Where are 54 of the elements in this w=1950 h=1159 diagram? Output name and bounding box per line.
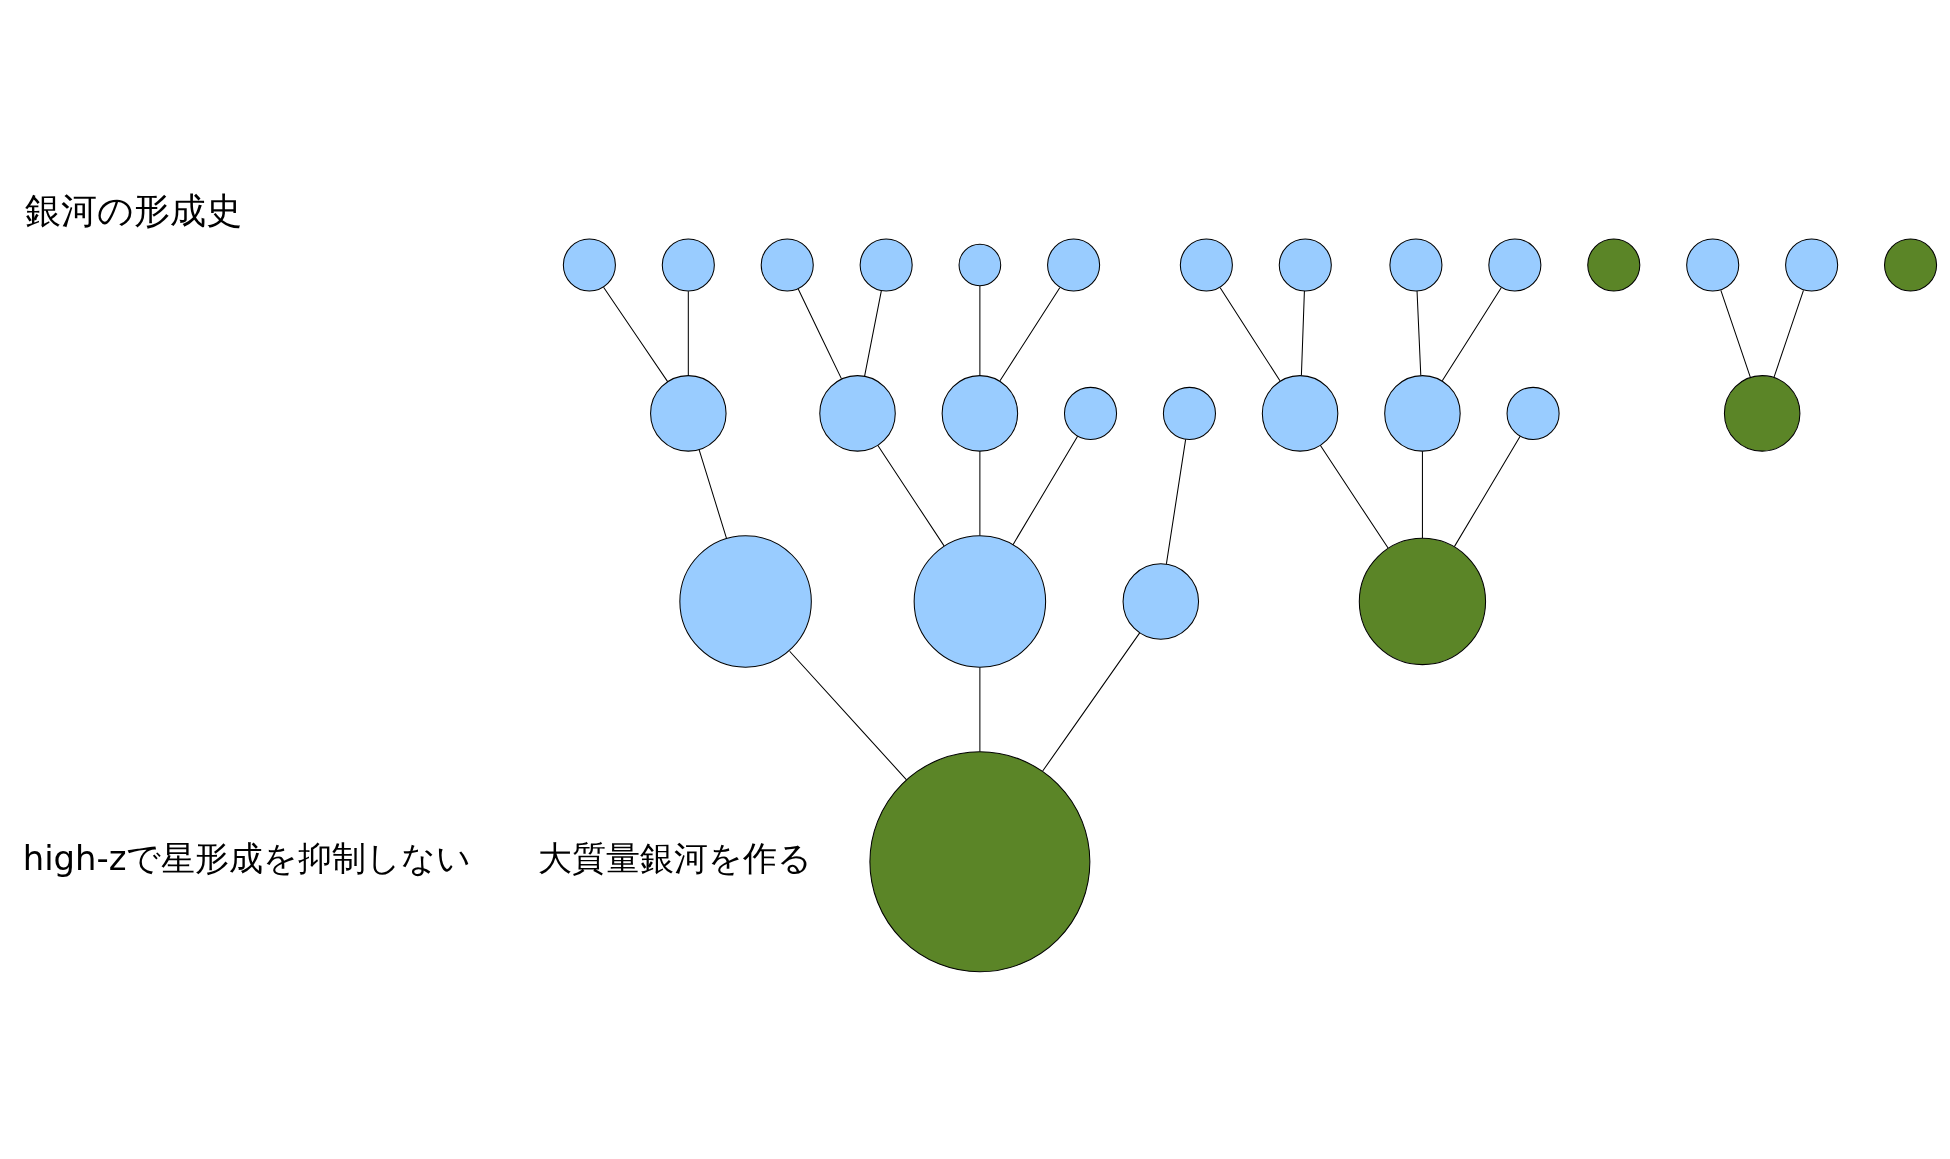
node-circle bbox=[1723, 374, 1801, 452]
node-circle bbox=[1384, 374, 1461, 452]
connector bbox=[1319, 444, 1389, 549]
node-circle bbox=[1587, 237, 1641, 292]
connector bbox=[789, 650, 908, 780]
connector bbox=[1441, 286, 1502, 381]
node-circle bbox=[941, 374, 1019, 452]
node-circle bbox=[1047, 237, 1101, 292]
connector bbox=[1012, 435, 1079, 545]
connector bbox=[1165, 438, 1187, 564]
node-circle bbox=[661, 237, 715, 292]
connector bbox=[877, 444, 945, 546]
connector bbox=[603, 286, 669, 382]
connector bbox=[797, 288, 842, 379]
connector bbox=[687, 290, 689, 376]
node-circle bbox=[1278, 237, 1332, 292]
node-circle bbox=[1389, 237, 1443, 292]
connector bbox=[979, 450, 981, 536]
node-circle bbox=[819, 374, 896, 452]
connector bbox=[1453, 435, 1521, 547]
node-circle bbox=[650, 374, 727, 452]
connector bbox=[864, 289, 882, 377]
node-circle bbox=[958, 243, 1002, 286]
connector bbox=[1042, 631, 1141, 772]
node-circle bbox=[1122, 562, 1200, 640]
connector bbox=[1300, 290, 1305, 376]
node-circle bbox=[1506, 386, 1560, 440]
connector bbox=[1416, 290, 1422, 376]
node-circle bbox=[869, 750, 1091, 972]
connector bbox=[1720, 289, 1751, 378]
node-circle bbox=[679, 534, 812, 668]
node-circle bbox=[1063, 386, 1118, 440]
node-circle bbox=[1162, 386, 1216, 440]
node-circle bbox=[1358, 537, 1487, 665]
connector bbox=[698, 448, 728, 539]
connector bbox=[979, 666, 981, 752]
node-circle bbox=[1884, 237, 1938, 292]
label: high-zで星形成を抑制しない bbox=[22, 838, 472, 878]
node-circle bbox=[913, 534, 1047, 668]
diagram-title: 銀河の形成史 bbox=[24, 188, 242, 232]
node-circle bbox=[760, 237, 814, 292]
node-circle bbox=[1785, 237, 1839, 292]
connector bbox=[979, 284, 981, 376]
connector bbox=[1773, 289, 1804, 378]
node-circle bbox=[1686, 237, 1740, 292]
connector bbox=[1219, 286, 1281, 381]
node-circle bbox=[1261, 374, 1339, 452]
node-circle bbox=[859, 237, 913, 292]
label: 大質量銀河を作る bbox=[538, 838, 813, 878]
connector bbox=[1421, 450, 1423, 539]
node-circle bbox=[1179, 237, 1233, 292]
node-circle bbox=[562, 237, 616, 292]
connector bbox=[999, 286, 1061, 381]
node-circle bbox=[1488, 237, 1542, 292]
